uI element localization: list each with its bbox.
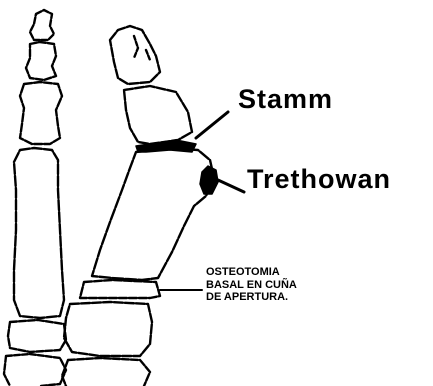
basal-wedge [80,280,160,298]
trethowan-pointer [218,180,244,192]
second-middle-phalanx [26,42,56,80]
second-proximal-phalanx [20,82,62,144]
first-cuneiform [64,302,152,356]
osteotomy-label: OSTEOTOMIA BASAL EN CUÑA DE APERTURA. [206,266,297,304]
first-proximal-phalanx [124,86,192,144]
osteotomy-label-line-3: DE APERTURA. [206,291,297,304]
first-metatarsal [92,148,214,280]
second-cuneiform [8,320,66,352]
stamm-label: Stamm [238,84,333,115]
osteotomy-label-line-1: OSTEOTOMIA [206,266,297,279]
second-toe [4,10,66,386]
first-toe [62,26,214,386]
trethowan-label: Trethowan [247,164,391,195]
second-metatarsal [14,148,64,318]
first-tarsal-bottom [62,358,150,386]
trethowan-wedge [200,166,218,194]
stamm-pointer [196,112,228,138]
second-tarsal-bottom [4,354,66,386]
second-distal-phalanx [30,10,54,40]
stamm-wedge [136,140,196,152]
osteotomy-label-line-2: BASAL EN CUÑA [206,279,297,292]
